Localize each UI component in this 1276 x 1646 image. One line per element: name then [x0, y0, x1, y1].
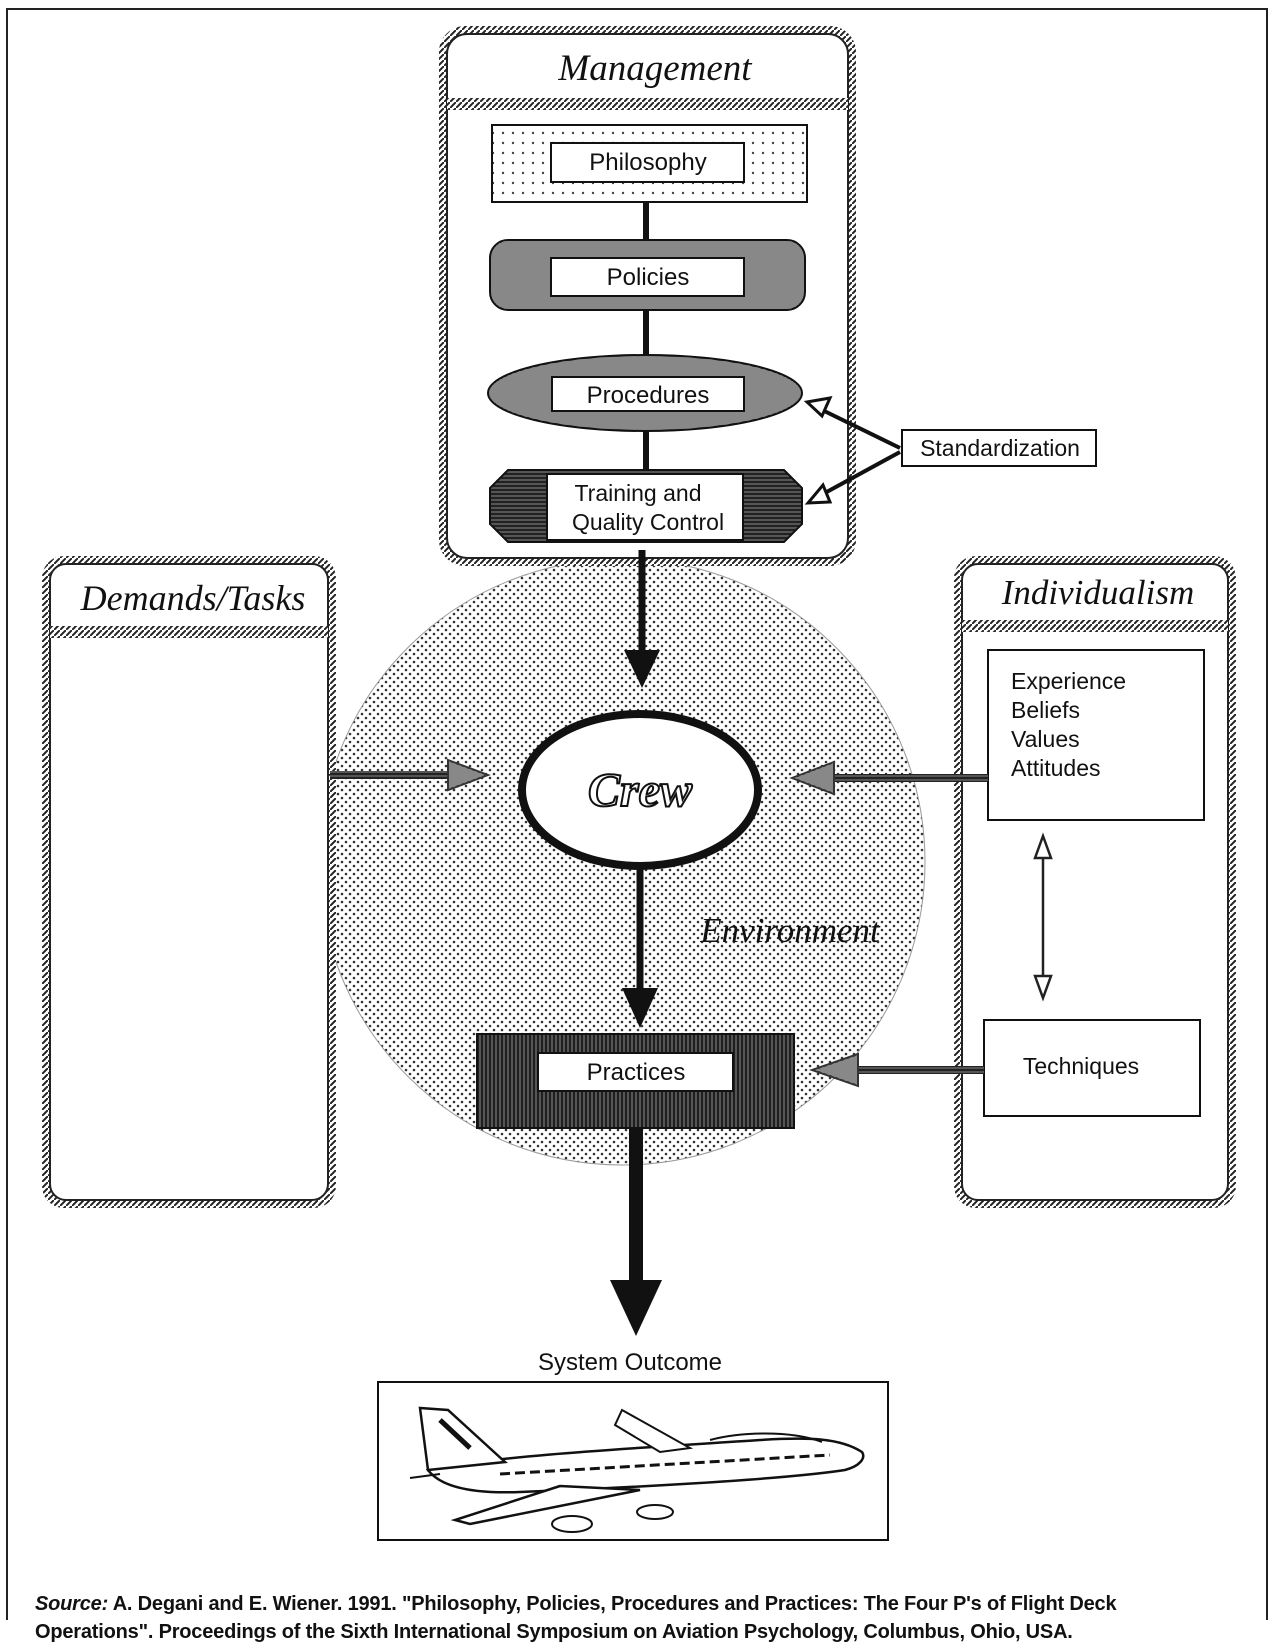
crew-node: Crew: [518, 710, 762, 870]
policies-label: Policies: [607, 264, 690, 291]
trait-beliefs: Beliefs: [1011, 697, 1080, 723]
training-label-line1: Training and: [574, 480, 701, 506]
demands-title: Demands/Tasks: [80, 578, 306, 618]
standardization-label: Standardization: [920, 435, 1080, 461]
policies-node: Policies: [489, 239, 806, 311]
source-line2: Operations". Proceedings of the Sixth In…: [35, 1621, 1073, 1643]
philosophy-node: Philosophy: [491, 124, 808, 203]
trait-values: Values: [1011, 726, 1080, 752]
procedures-label: Procedures: [587, 382, 710, 409]
standardization-node: Standardization: [803, 396, 1097, 505]
procedures-node: Procedures: [487, 354, 803, 432]
individualism-title: Individualism: [1001, 573, 1194, 612]
page-frame: [6, 8, 1268, 1620]
techniques-box: Techniques: [983, 1019, 1201, 1117]
source-caption: Source: A. Degani and E. Wiener. 1991. "…: [35, 1590, 1235, 1646]
philosophy-label: Philosophy: [589, 149, 706, 176]
traits-to-crew-arrow: [789, 760, 988, 796]
trait-experience: Experience: [1011, 668, 1126, 694]
practices-label: Practices: [587, 1059, 686, 1086]
traits-techniques-arrow: [1033, 832, 1053, 1002]
management-title: Management: [557, 48, 753, 89]
source-line1: A. Degani and E. Wiener. 1991. "Philosop…: [108, 1593, 1117, 1615]
system-outcome-label: System Outcome: [538, 1349, 722, 1376]
training-label-line2: Quality Control: [572, 509, 724, 535]
environment-label: Environment: [699, 911, 881, 950]
demands-box: Demands/Tasks: [42, 556, 336, 1208]
trait-attitudes: Attitudes: [1011, 755, 1101, 781]
practices-node: Practices: [476, 1033, 795, 1129]
techniques-label: Techniques: [1023, 1053, 1139, 1079]
airplane-image: [377, 1381, 889, 1541]
crew-label: Crew: [588, 764, 693, 817]
techniques-to-practices-arrow: [808, 1052, 984, 1088]
demands-to-crew-arrow: [330, 758, 491, 792]
source-label: Source:: [35, 1593, 109, 1615]
traits-box: Experience Beliefs Values Attitudes: [987, 649, 1205, 821]
training-node: Training and Quality Control: [489, 469, 803, 543]
